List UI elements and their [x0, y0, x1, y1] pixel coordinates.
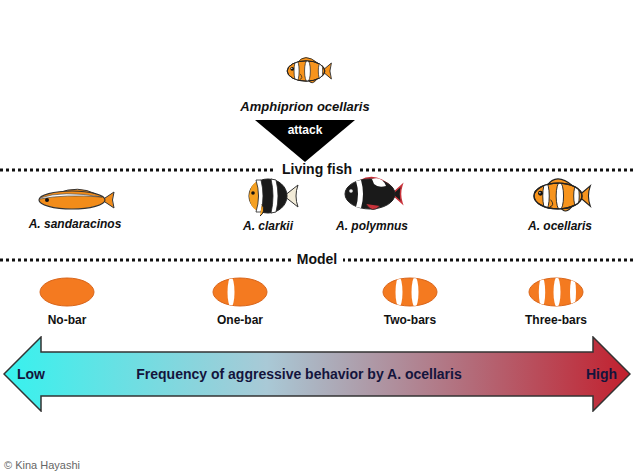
section-label: Living fish: [276, 161, 358, 178]
drawing-part: [372, 178, 386, 186]
drawing-part: [529, 278, 583, 306]
model-name: No-bar: [48, 313, 87, 327]
drawing-part: [228, 277, 235, 307]
drawing-part: [570, 277, 576, 307]
drawing-part: [39, 191, 105, 209]
model-two-bars: [383, 277, 437, 307]
drawing-part: [45, 198, 49, 202]
drawing-part: [213, 278, 267, 306]
model-name: Three-bars: [525, 313, 587, 327]
drawing-part: [554, 277, 561, 307]
attack-triangle-outline: [255, 120, 355, 162]
drawing-part: [539, 277, 545, 307]
arrow-label: Low: [17, 366, 45, 383]
model-no-bar: [40, 278, 94, 306]
section-label: Model: [291, 251, 343, 268]
drawing-part: [251, 191, 255, 195]
model-name: Two-bars: [384, 313, 436, 327]
species-name: A. sandaracinos: [29, 217, 122, 231]
model-three-bars: [529, 277, 583, 307]
drawing-part: [228, 277, 235, 307]
polymnus-fish: [345, 178, 402, 210]
species-name: A. ocellaris: [528, 219, 592, 233]
sandaracinos-fish: [39, 189, 114, 209]
species-name: A. polymnus: [336, 219, 408, 233]
drawing-part: [383, 278, 437, 306]
drawing-part: [396, 277, 419, 307]
drawing-part: [412, 277, 419, 307]
drawing-part: [40, 194, 102, 199]
attack-triangle: attack: [255, 120, 355, 162]
species-name: Amphiprion ocellaris: [240, 99, 369, 115]
ocellaris-fish: [534, 179, 590, 211]
drawing-part: [260, 204, 264, 216]
clarkii-fish: [249, 179, 298, 216]
watermark: © Kina Hayashi: [4, 459, 80, 472]
drawing-part: [356, 180, 363, 208]
gradient-arrow-outline: [4, 337, 630, 411]
clownfish: [287, 58, 331, 83]
species-name: A. clarkii: [243, 219, 293, 233]
model-name: One-bar: [217, 313, 263, 327]
drawing-part: [366, 204, 380, 210]
drawing-part: [539, 277, 576, 307]
drawing-part: [349, 189, 353, 193]
drawing-part: [396, 277, 403, 307]
drawing-part: [249, 181, 258, 211]
drawing-part: [40, 278, 94, 306]
triangle-label: attack: [288, 123, 323, 137]
drawing-part: [271, 179, 278, 213]
model-one-bar: [213, 277, 267, 307]
drawing-part: [345, 179, 395, 209]
arrow-label: High: [586, 366, 617, 383]
arrow-label: Frequency of aggressive behavior by A. o…: [136, 366, 462, 383]
gradient-arrow: Low Frequency of aggressive behavior by A…: [3, 336, 631, 412]
drawing-part: [249, 179, 287, 213]
